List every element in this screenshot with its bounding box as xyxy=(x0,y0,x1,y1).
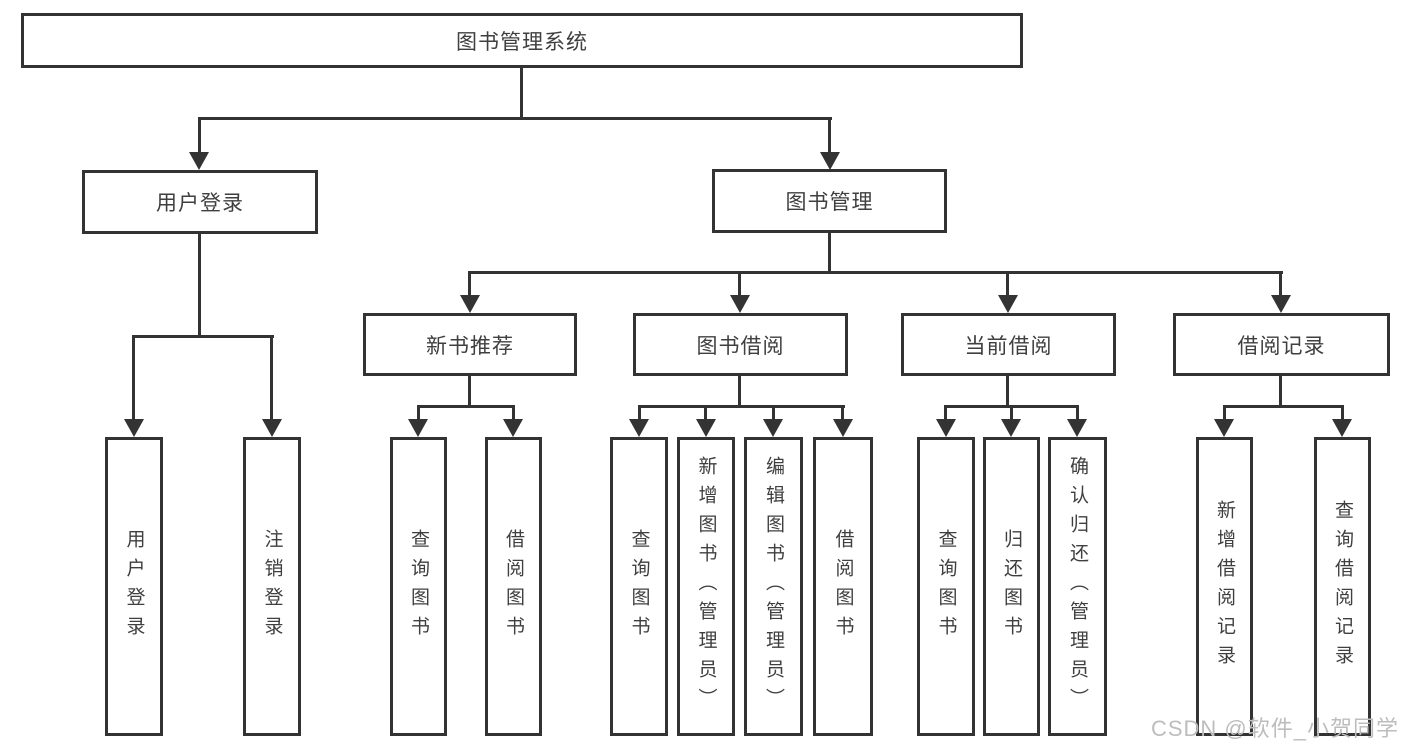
leaf-edit-books-admin-label: 编辑图书（管理员） xyxy=(763,456,784,717)
leaf-query-books-recommend-label: 查询图书 xyxy=(408,528,429,645)
connector-arrow xyxy=(408,419,428,437)
leaf-add-borrow-record: 新增借阅记录 xyxy=(1196,437,1253,736)
connector-line xyxy=(1223,405,1226,421)
leaf-query-books-borrow-label: 查询图书 xyxy=(628,528,650,645)
leaf-confirm-return-admin: 确认归还（管理员） xyxy=(1048,437,1107,736)
leaf-add-books-admin: 新增图书（管理员） xyxy=(677,437,735,736)
connector-line xyxy=(738,271,741,298)
connector-line xyxy=(469,271,1283,274)
leaf-query-books-recommend: 查询图书 xyxy=(390,437,447,736)
connector-arrow xyxy=(124,419,144,437)
connector-arrow xyxy=(936,419,956,437)
leaf-borrow-books: 借阅图书 xyxy=(813,437,873,736)
connector-line xyxy=(638,405,845,408)
connector-arrow xyxy=(189,152,209,170)
connector-arrow xyxy=(696,419,716,437)
connector-arrow xyxy=(460,295,480,313)
connector-line xyxy=(828,233,831,273)
node-new-book-recommend-label: 新书推荐 xyxy=(426,334,514,358)
connector-arrow xyxy=(503,419,523,437)
connector-line xyxy=(704,405,707,421)
connector-arrow xyxy=(998,295,1018,313)
watermark-text: CSDN @软件_小贺同学 xyxy=(1150,716,1399,741)
leaf-add-books-admin-label: 新增图书（管理员） xyxy=(695,456,717,717)
node-book-management-label: 图书管理 xyxy=(785,191,874,214)
connector-line xyxy=(417,405,420,421)
leaf-query-borrow-record: 查询借阅记录 xyxy=(1314,437,1371,736)
connector-arrow xyxy=(1332,419,1352,437)
connector-line xyxy=(198,234,201,337)
leaf-user-login-label: 用户登录 xyxy=(123,528,145,645)
leaf-query-borrow-record-label: 查询借阅记录 xyxy=(1332,499,1353,674)
connector-arrow xyxy=(1067,419,1087,437)
connector-line xyxy=(1006,271,1009,298)
connector-arrow xyxy=(730,295,750,313)
connector-line xyxy=(1279,376,1282,407)
connector-line xyxy=(270,335,273,421)
connector-line xyxy=(841,405,844,421)
leaf-return-books: 归还图书 xyxy=(983,437,1040,736)
connector-line xyxy=(468,376,471,407)
node-book-borrow: 图书借阅 xyxy=(633,313,848,376)
connector-arrow xyxy=(262,419,282,437)
leaf-user-login: 用户登录 xyxy=(105,437,163,736)
node-book-borrow-label: 图书借阅 xyxy=(696,334,785,358)
node-current-borrow: 当前借阅 xyxy=(901,313,1116,376)
connector-line xyxy=(944,405,947,421)
connector-line xyxy=(133,335,274,338)
connector-arrow xyxy=(820,152,840,170)
connector-line xyxy=(738,376,741,407)
leaf-edit-books-admin: 编辑图书（管理员） xyxy=(744,437,803,736)
connector-line xyxy=(417,405,515,408)
node-user-login: 用户登录 xyxy=(82,170,318,234)
connector-arrow xyxy=(1271,295,1291,313)
leaf-confirm-return-admin-label: 确认归还（管理员） xyxy=(1067,456,1088,717)
leaf-query-books-current-label: 查询图书 xyxy=(935,528,957,645)
connector-line xyxy=(132,335,135,421)
leaf-query-books-current: 查询图书 xyxy=(917,437,975,736)
connector-line xyxy=(1076,405,1079,421)
connector-line xyxy=(1341,405,1344,421)
connector-line xyxy=(1006,376,1009,407)
connector-arrow xyxy=(1001,419,1021,437)
leaf-borrow-books-recommend: 借阅图书 xyxy=(485,437,542,736)
connector-line xyxy=(198,117,832,120)
node-borrow-records-label: 借阅记录 xyxy=(1237,334,1326,358)
connector-line xyxy=(1279,271,1282,298)
connector-arrow xyxy=(833,419,853,437)
connector-line xyxy=(1010,405,1013,421)
connector-arrow xyxy=(1214,419,1234,437)
node-new-book-recommend: 新书推荐 xyxy=(363,313,577,376)
node-current-borrow-label: 当前借阅 xyxy=(964,334,1053,358)
node-user-login-label: 用户登录 xyxy=(156,192,244,215)
node-root: 图书管理系统 xyxy=(21,13,1023,68)
leaf-borrow-books-recommend-label: 借阅图书 xyxy=(503,528,524,645)
connector-line xyxy=(520,68,523,119)
leaf-query-books-borrow: 查询图书 xyxy=(610,437,668,736)
node-book-management: 图书管理 xyxy=(712,169,947,233)
connector-line xyxy=(198,117,201,155)
connector-line xyxy=(638,405,641,421)
node-root-label: 图书管理系统 xyxy=(456,30,588,54)
connector-line xyxy=(828,117,831,155)
node-borrow-records: 借阅记录 xyxy=(1173,313,1390,376)
leaf-logout: 注销登录 xyxy=(243,437,301,736)
leaf-add-borrow-record-label: 新增借阅记录 xyxy=(1214,499,1235,674)
connector-arrow xyxy=(763,419,783,437)
connector-line xyxy=(512,405,515,421)
leaf-borrow-books-label: 借阅图书 xyxy=(832,528,854,645)
leaf-return-books-label: 归还图书 xyxy=(1001,528,1022,645)
connector-arrow xyxy=(629,419,649,437)
leaf-logout-label: 注销登录 xyxy=(261,528,283,645)
connector-line xyxy=(1223,405,1343,408)
connector-line xyxy=(468,271,471,298)
connector-line xyxy=(772,405,775,421)
